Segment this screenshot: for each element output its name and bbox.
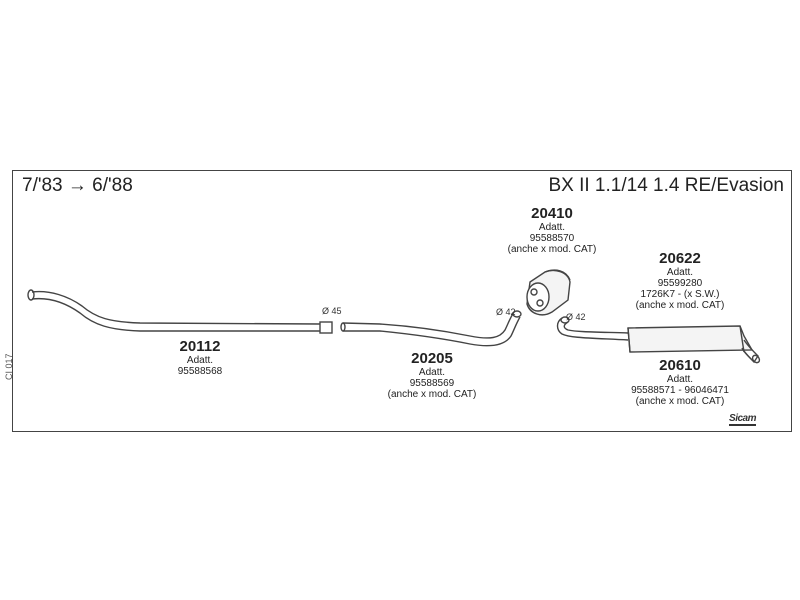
diagram-frame [12, 170, 792, 432]
part-line: Adatt. [666, 267, 694, 278]
part-line: Adatt. [418, 367, 446, 378]
diameter-42-left-label: Ø 42 [496, 307, 516, 317]
part-line: Adatt. [186, 355, 214, 366]
part-line: (anche x mod. CAT) [635, 396, 725, 407]
part-code: 20622 [659, 250, 701, 267]
pipe-20205 [340, 310, 522, 347]
part-20205: 20205 Adatt. 95588569 (anche x mod. CAT) [372, 350, 492, 400]
part-code: 20112 [179, 338, 221, 355]
pipe-20112 [27, 289, 333, 334]
silencer-20610 [627, 325, 761, 364]
part-code: 20410 [531, 205, 573, 222]
part-line: (anche x mod. CAT) [507, 244, 597, 255]
date-range: 7/'83 → 6/'88 [22, 175, 133, 196]
part-line: (anche x mod. CAT) [387, 389, 477, 400]
part-line: Adatt. [538, 222, 566, 233]
part-20622: 20622 Adatt. 95599280 1726K7 - (x S.W.) … [620, 250, 740, 311]
part-line: 95599280 [657, 278, 703, 289]
part-line: 95588568 [177, 366, 223, 377]
part-line: 95588569 [409, 378, 455, 389]
diameter-45-label: Ø 45 [322, 306, 342, 316]
part-20410: 20410 Adatt. 95588570 (anche x mod. CAT) [492, 205, 612, 255]
brand-logo: Sicam [729, 413, 756, 426]
part-line: (anche x mod. CAT) [635, 300, 725, 311]
part-20112: 20112 Adatt. 95588568 [150, 338, 250, 377]
muffler-20410 [526, 269, 571, 316]
part-line: Adatt. [666, 374, 694, 385]
part-line: 95588571 - 96046471 [631, 385, 729, 396]
part-20610: 20610 Adatt. 95588571 - 96046471 (anche … [610, 357, 750, 407]
part-code: 20610 [659, 357, 701, 374]
diameter-42-right-label: Ø 42 [566, 312, 586, 322]
model-title: BX II 1.1/14 1.4 RE/Evasion [548, 175, 784, 196]
part-line: 95588570 [529, 233, 575, 244]
part-line: 1726K7 - (x S.W.) [640, 289, 720, 300]
pipe-20622 [556, 316, 629, 341]
part-code: 20205 [411, 350, 453, 367]
